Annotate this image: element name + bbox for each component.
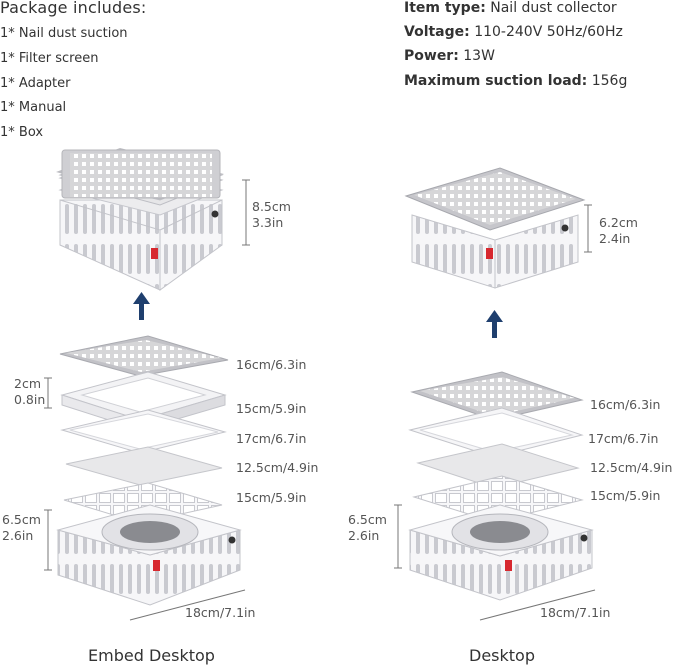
left-layer-dim: 16cm/6.3in <box>236 357 307 372</box>
package-title: Package includes: <box>0 0 147 17</box>
right-layer-dim: 16cm/6.3in <box>590 397 661 412</box>
arrow-up-icon <box>133 292 150 320</box>
left-layer-dim: 12.5cm/4.9in <box>236 460 319 475</box>
left-layer-dim: 15cm/5.9in <box>236 490 307 505</box>
right-layer-filter <box>416 443 580 489</box>
right-assembled-unit <box>404 167 586 289</box>
package-item: 1* Manual <box>0 100 67 115</box>
right-layer-mesh-frame <box>408 407 584 458</box>
left-layer-filter <box>65 446 223 486</box>
left-layer-mesh-frame <box>60 409 227 454</box>
spec-max-load: Maximum suction load: 156g <box>404 73 628 89</box>
right-layer-dim: 17cm/6.7in <box>588 431 659 446</box>
package-item: 1* Box <box>0 125 44 140</box>
right-base-width: 18cm/7.1in <box>540 605 611 620</box>
left-layer-dim: 15cm/5.9in <box>236 401 307 416</box>
right-base-unit <box>408 504 594 601</box>
caption-desktop: Desktop <box>469 646 535 665</box>
left-base-unit <box>56 504 242 606</box>
right-layer-dim: 12.5cm/4.9in <box>590 460 673 475</box>
left-assembled-unit <box>56 148 224 291</box>
package-item: 1* Filter screen <box>0 51 99 66</box>
right-layer-dim: 15cm/5.9in <box>590 488 661 503</box>
right-layer-plate-top <box>410 371 584 421</box>
spec-voltage: Voltage: 110-240V 50Hz/60Hz <box>404 24 623 40</box>
left-base-width: 18cm/7.1in <box>185 605 256 620</box>
spec-power: Power: 13W <box>404 48 495 64</box>
spec-item-type: Item type: Nail dust collector <box>404 0 617 16</box>
left-layer-plate-top <box>59 335 229 377</box>
left-layer-dim: 17cm/6.7in <box>236 431 307 446</box>
arrow-up-icon <box>486 310 503 338</box>
package-item: 1* Nail dust suction <box>0 26 128 41</box>
caption-embed-desktop: Embed Desktop <box>88 646 215 665</box>
package-item: 1* Adapter <box>0 76 71 91</box>
